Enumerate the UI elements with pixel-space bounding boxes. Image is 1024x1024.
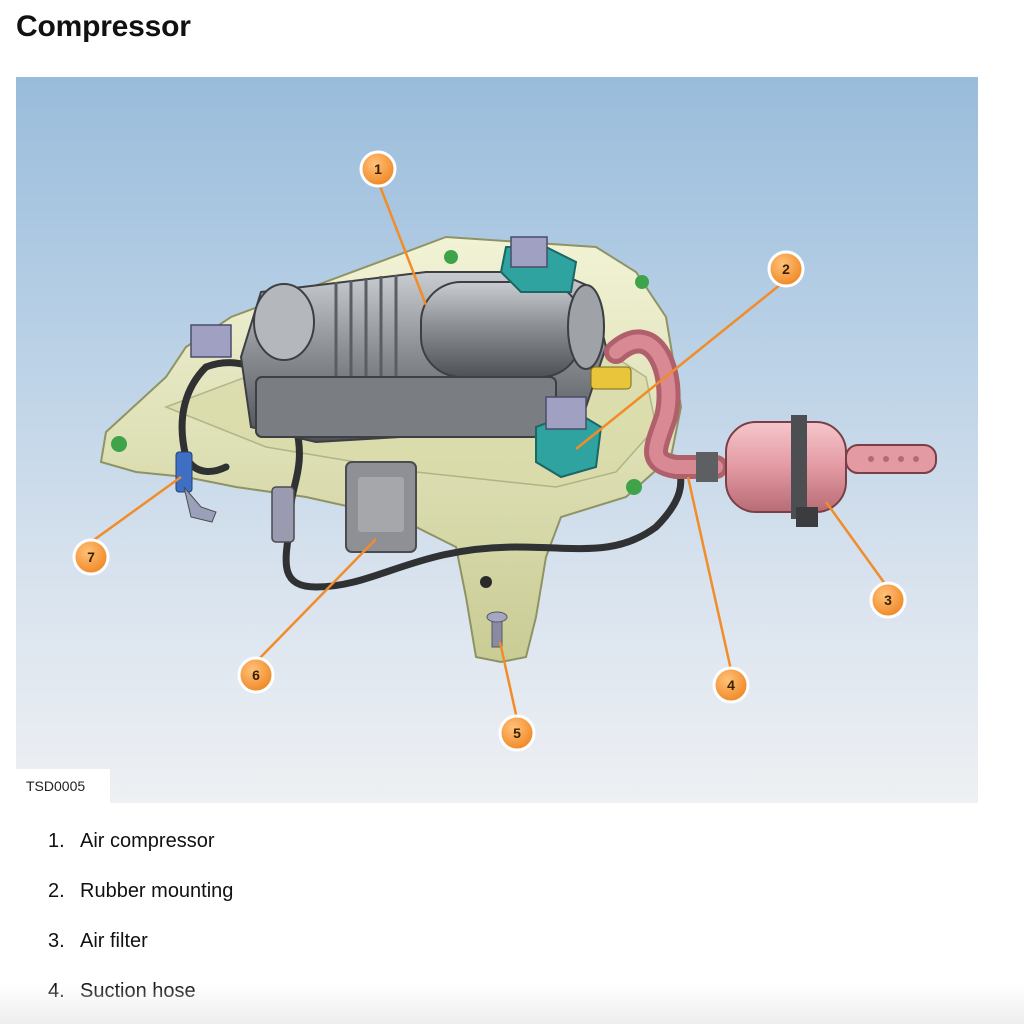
air-compressor (239, 271, 632, 444)
parts-legend: 1. Air compressor 2. Rubber mounting 3. Air… (48, 825, 233, 1024)
leader-line-7 (90, 475, 182, 544)
svg-text:4: 4 (727, 677, 735, 693)
callout-2: 2 (767, 250, 805, 288)
svg-text:7: 7 (87, 549, 95, 565)
callout-6: 6 (237, 656, 275, 694)
legend-item: 1. Air compressor (48, 825, 233, 875)
bolt-head (111, 436, 127, 452)
legend-label: Suction hose (80, 980, 196, 1002)
callout-3: 3 (869, 581, 907, 619)
rubber-mounting (190, 236, 603, 479)
electrical-connector (271, 461, 417, 553)
callout-4: 4 (712, 666, 750, 704)
svg-text:3: 3 (884, 592, 892, 608)
bolt-head (635, 275, 649, 289)
page-title: Compressor (16, 10, 191, 43)
legend-item: 4. Suction hose (48, 975, 233, 1024)
compressor-illustration: 1 2 3 4 5 6 7 (72, 150, 937, 752)
svg-text:1: 1 (374, 161, 382, 177)
leader-line-4 (686, 476, 733, 671)
compressor-figure: 1 2 3 4 5 6 7 (16, 77, 978, 803)
figure-code: TSD0005 (16, 769, 110, 803)
svg-text:5: 5 (513, 725, 521, 741)
bolt-head (444, 250, 458, 264)
legend-label: Air compressor (80, 830, 215, 852)
leader-line-3 (824, 501, 890, 589)
leader-line-6 (255, 538, 377, 663)
svg-text:6: 6 (252, 667, 260, 683)
svg-text:2: 2 (782, 261, 790, 277)
legend-number: 3. (48, 930, 65, 952)
leader-line-1 (376, 180, 428, 306)
legend-number: 1. (48, 830, 65, 852)
legend-number: 4. (48, 980, 65, 1002)
callout-1: 1 (359, 150, 397, 188)
legend-item: 3. Air filter (48, 925, 233, 975)
leader-lines (90, 180, 890, 720)
air-filter (725, 415, 937, 527)
leader-line-5 (498, 641, 519, 720)
leader-line-2 (575, 279, 787, 450)
bracket-hole (480, 576, 492, 588)
legend-label: Rubber mounting (80, 880, 234, 902)
callout-7: 7 (72, 538, 110, 576)
callout-5: 5 (498, 714, 536, 752)
suction-hose (604, 329, 728, 482)
legend-item: 2. Rubber mounting (48, 875, 233, 925)
legend-number: 2. (48, 880, 65, 902)
earth-lead (175, 451, 217, 523)
legend-label: Air filter (80, 930, 148, 952)
bolt-head (626, 479, 642, 495)
